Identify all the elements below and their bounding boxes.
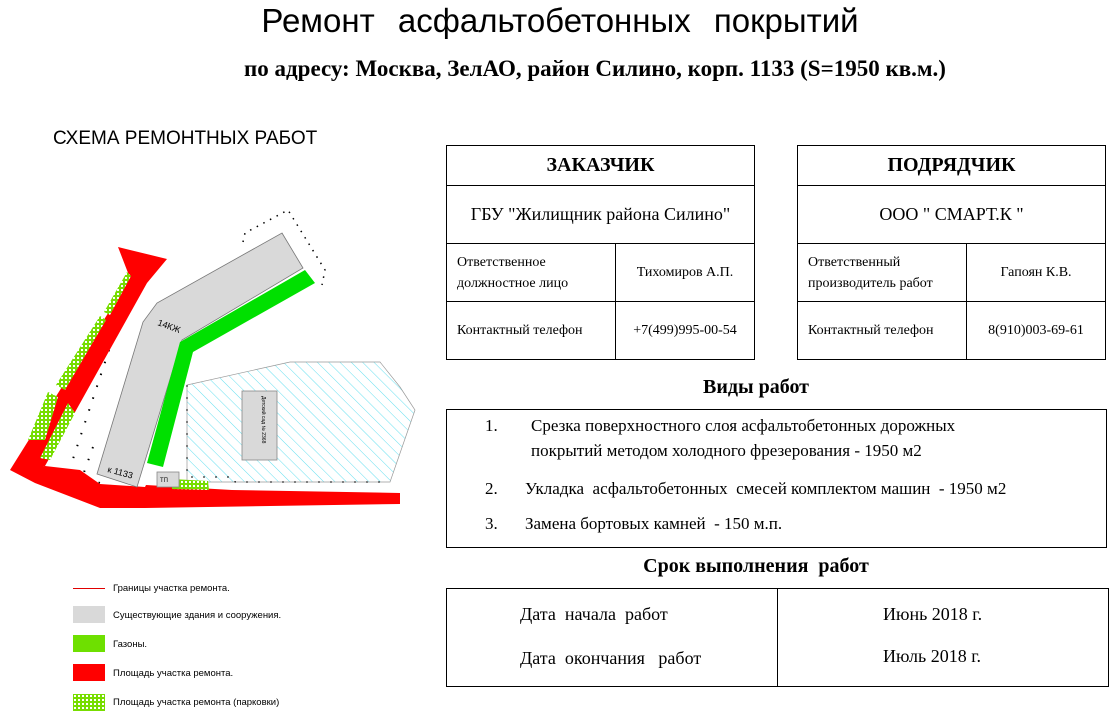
- works-title: Виды работ: [702, 376, 809, 398]
- customer-person: Тихомиров А.П.: [615, 243, 755, 302]
- parking-area: [56, 316, 106, 390]
- kindergarten-building: [241, 390, 278, 461]
- legend-line-swatch: [73, 588, 105, 589]
- contractor-phone: 8(910)003-69-61: [966, 301, 1106, 360]
- work-text: Замена бортовых камней - 150 м.п.: [525, 514, 783, 533]
- work-text: покрытий методом холодного фрезерования …: [531, 441, 922, 460]
- page-title: Ремонт асфальтобетонных покрытий: [261, 2, 859, 39]
- schedule-title: Срок выполнения работ: [643, 555, 869, 577]
- legend-label: Газоны.: [113, 639, 148, 650]
- lawn: [147, 270, 315, 467]
- legend-label: Площадь участка ремонта (парковки): [113, 697, 280, 708]
- work-text: Срезка поверхностного слоя асфальтобетон…: [531, 416, 956, 435]
- boundary-dotted: [186, 385, 390, 483]
- page-subtitle: по адресу: Москва, ЗелАО, район Силино, …: [244, 56, 946, 81]
- legend-parking-swatch: [73, 694, 105, 711]
- contractor-header: ПОДРЯДЧИК: [797, 145, 1106, 186]
- tp-label: ТП: [160, 478, 168, 484]
- work-number: 1.: [485, 416, 498, 435]
- legend-building-swatch: [73, 606, 105, 623]
- hatched-area: [186, 361, 416, 483]
- start-date-label: Дата начала работ: [520, 604, 668, 624]
- customer-phone: +7(499)995-00-54: [615, 301, 755, 360]
- legend-label: Существующие здания и сооружения.: [113, 610, 282, 621]
- tp-building: [156, 471, 180, 488]
- customer-person-label: Ответственное должностное лицо: [446, 243, 616, 302]
- schedule-table: Дата начала работ Июнь 2018 г. Дата окон…: [446, 588, 1109, 687]
- end-date: Июль 2018 г.: [883, 646, 982, 666]
- scheme-title: СХЕМА РЕМОНТНЫХ РАБОТ: [53, 128, 318, 149]
- work-number: 3.: [485, 514, 498, 533]
- works-list: 1. Срезка поверхностного слоя асфальтобе…: [446, 409, 1107, 548]
- parking-area: [40, 403, 75, 460]
- work-number: 2.: [485, 479, 498, 498]
- contractor-org: ООО " СМАРТ.К ": [797, 185, 1106, 244]
- contractor-person-label: Ответственный производитель работ: [797, 243, 967, 302]
- legend-label: Границы участка ремонта.: [113, 583, 230, 594]
- legend-label: Площадь участка ремонта.: [113, 668, 234, 679]
- legend-repair-swatch: [73, 664, 105, 681]
- site-map: 14КЖ к 1133 ТП Детский сад № 2368: [10, 209, 416, 508]
- column-divider: [777, 589, 778, 686]
- contractor-phone-label: Контактный телефон: [797, 301, 967, 360]
- customer-table: ЗАКАЗЧИК ГБУ "Жилищник района Силино" От…: [446, 145, 755, 360]
- repair-area-bottom: [10, 466, 400, 508]
- building-14kzh: [96, 232, 304, 488]
- parking-area: [28, 392, 58, 440]
- contractor-table: ПОДРЯДЧИК ООО " СМАРТ.К " Ответственный …: [797, 145, 1106, 360]
- parking-area: [172, 479, 209, 490]
- work-text: Укладка асфальтобетонных смесей комплект…: [525, 479, 1007, 498]
- end-date-label: Дата окончания работ: [520, 648, 702, 668]
- customer-header: ЗАКАЗЧИК: [446, 145, 755, 186]
- kindergarten-label: Детский сад № 2368: [260, 396, 267, 444]
- customer-org: ГБУ "Жилищник района Силино": [446, 185, 755, 244]
- legend-lawn-swatch: [73, 635, 105, 652]
- start-date: Июнь 2018 г.: [883, 604, 983, 624]
- contractor-person: Гапоян К.В.: [966, 243, 1106, 302]
- customer-phone-label: Контактный телефон: [446, 301, 616, 360]
- parking-area: [104, 272, 131, 315]
